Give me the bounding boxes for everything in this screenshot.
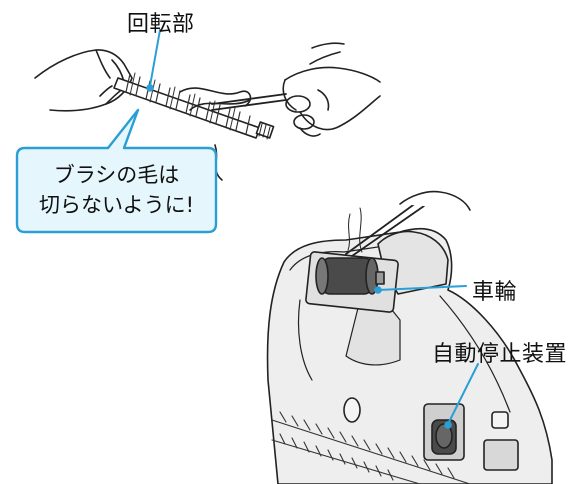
small-window: [491, 411, 509, 429]
scissors-icon: [211, 93, 315, 130]
indicator-box: [483, 439, 519, 471]
tweezers-hand-icon: [399, 190, 471, 211]
callout-text: ブラシの毛は 切らないように!: [17, 160, 216, 220]
callout-line-1: ブラシの毛は: [53, 163, 180, 187]
brush-roller-icon: [113, 72, 275, 181]
wheel-label: 車輪: [472, 280, 518, 305]
auto-stop-switch-icon: [423, 403, 465, 461]
nozzle-illustration: [266, 190, 553, 484]
brush-cleaning-illustration: [34, 29, 381, 181]
wheel-roller-icon: [315, 257, 385, 295]
screw-hole: [343, 397, 361, 423]
auto-stop-leader: [447, 363, 479, 425]
auto-stop-label: 自動停止装置: [432, 342, 568, 367]
callout-line-2: 切らないように!: [39, 193, 194, 217]
rotating-part-leader: [149, 29, 161, 87]
right-hand-icon: [282, 42, 381, 137]
rotating-part-label: 回転部: [127, 12, 195, 37]
bottom-brush-bristles: [271, 411, 471, 484]
tweezers-icon: [345, 199, 425, 257]
callout-bubble: [15, 108, 218, 234]
wheel-leader: [377, 285, 467, 291]
